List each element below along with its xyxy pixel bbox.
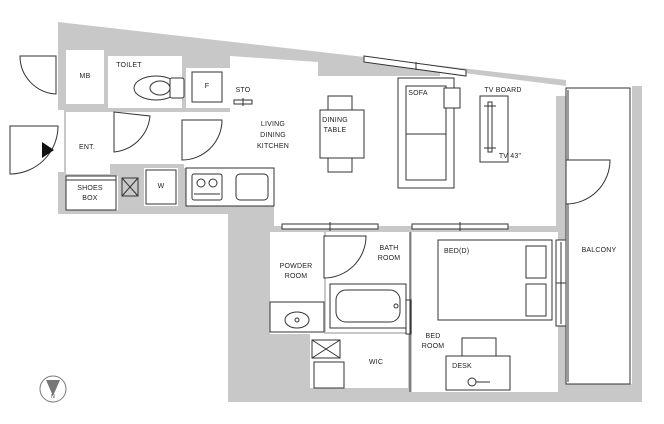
- washer-box: [145, 169, 177, 205]
- door-swing-icon: [181, 119, 223, 161]
- toilet-seat: [149, 80, 171, 96]
- door-swing-icon: [323, 235, 367, 279]
- windows: [363, 55, 567, 327]
- label-dining-table-1: DINING: [322, 117, 348, 124]
- label-living: LIVING: [260, 121, 286, 128]
- wic-floor: [346, 334, 408, 388]
- label-bedroom-2: ROOM: [421, 343, 445, 350]
- label-dining-table-2: TABLE: [323, 127, 347, 134]
- closet-box: [313, 361, 345, 389]
- kitchen-counter: [185, 167, 275, 207]
- sink-kitchen: [235, 173, 269, 201]
- burner-2: [208, 178, 218, 188]
- label-ent: ENT.: [79, 144, 95, 151]
- mb-floor: [66, 50, 104, 104]
- entrance-floor: [66, 112, 110, 174]
- powder-cross-b: [311, 339, 341, 359]
- label-bed: BED(D): [444, 248, 470, 255]
- label-tv: TV 43": [498, 153, 522, 160]
- chair-bottom: [327, 157, 353, 173]
- stove-icon: [191, 173, 223, 201]
- balcony-outline: [565, 87, 631, 385]
- tub-inner: [335, 289, 401, 323]
- label-sofa: SOFA: [408, 90, 428, 97]
- shoes-box-outline: [65, 175, 117, 211]
- dining-table-top: [319, 109, 365, 159]
- window-top: [363, 55, 467, 77]
- balcony-rail: [565, 87, 631, 385]
- sofa-seat: [405, 85, 447, 181]
- desk-lamp: [467, 377, 477, 387]
- balcony-floor: [566, 86, 632, 384]
- label-kitchen: KITCHEN: [256, 143, 290, 150]
- dining-set: [319, 95, 365, 173]
- entrance-arrow-icon: [42, 142, 54, 158]
- label-w: W: [157, 183, 165, 190]
- desk-chair: [461, 337, 497, 359]
- tv-screen: [487, 101, 493, 153]
- door-swing-icon: [9, 125, 59, 175]
- tub-drain: [393, 303, 399, 309]
- bed-icon: [437, 239, 553, 321]
- powder-cross-box: [311, 339, 345, 389]
- tv-board: [479, 95, 509, 163]
- door-swing-icon: [113, 111, 151, 153]
- label-wic: WIC: [368, 359, 384, 366]
- bathtub-icon: [329, 283, 407, 329]
- north-arrow-graphic: [39, 375, 67, 403]
- label-balcony: BALCONY: [581, 247, 617, 254]
- shoes-box: [65, 175, 139, 211]
- shoes-floor: [66, 176, 118, 210]
- label-bedroom-1: BED: [425, 333, 441, 340]
- desk-set: [445, 337, 511, 391]
- sliding-doors: [233, 98, 509, 335]
- door-swing-icon: [19, 55, 57, 95]
- label-dining: DINING: [260, 132, 286, 139]
- pillow-1: [525, 245, 547, 279]
- label-f: F: [204, 83, 210, 90]
- label-powder: POWDER: [279, 263, 313, 270]
- label-sto: STO: [235, 87, 251, 94]
- pillow-2: [525, 283, 547, 317]
- side-table: [443, 87, 461, 109]
- powder-cross-outline: [311, 339, 341, 359]
- sofa: [397, 77, 461, 189]
- label-tv-board: TV BOARD: [484, 87, 522, 94]
- toilet-tank: [169, 77, 185, 99]
- burner-1: [196, 178, 206, 188]
- sink-drain: [294, 317, 300, 323]
- cross-box: [121, 177, 139, 197]
- cross-box-b: [121, 177, 139, 197]
- label-box: BOX: [82, 195, 98, 202]
- desk-top: [445, 355, 511, 391]
- label-mb: MB: [79, 73, 91, 80]
- label-bath-room: ROOM: [377, 255, 401, 262]
- door-swing-icon: [565, 159, 611, 205]
- chair-top: [327, 95, 353, 111]
- ldk-floor: [184, 56, 566, 226]
- label-shoes: SHOES: [77, 185, 103, 192]
- vanity: [269, 301, 325, 333]
- north-arrow-icon: N: [38, 374, 68, 404]
- label-powder-room: ROOM: [284, 273, 308, 280]
- swing-doors: [9, 55, 611, 279]
- toilet-icon: [133, 75, 185, 101]
- label-desk: DESK: [452, 363, 472, 370]
- tv-board-outline: [479, 95, 509, 163]
- label-bath: BATH: [379, 245, 399, 252]
- north-label: N: [51, 394, 55, 400]
- label-toilet: TOILET: [116, 62, 142, 69]
- f-cabinet: [191, 71, 223, 103]
